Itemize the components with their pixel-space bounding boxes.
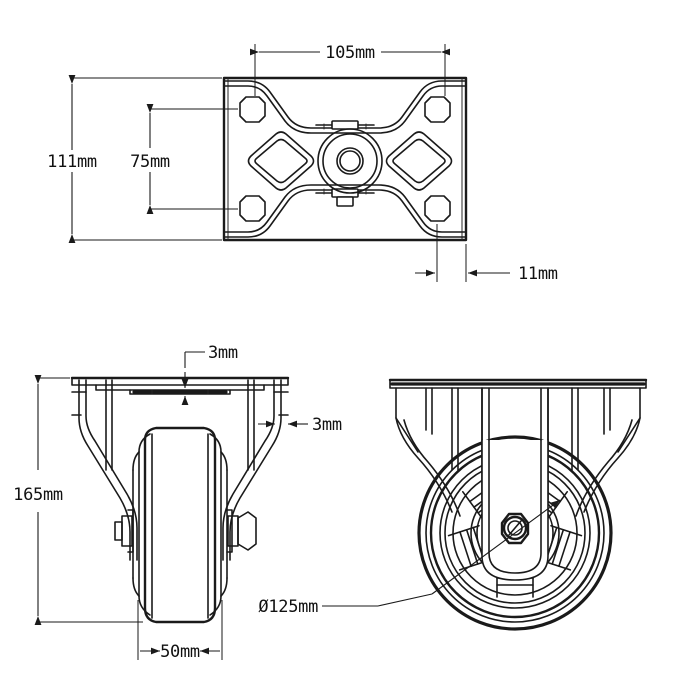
plate-outline [222,76,468,242]
dimension-label-3mm-plate: 3mm [208,343,238,363]
dimension-label-11mm: 11mm [518,264,558,284]
dimension-label-105mm: 105mm [325,43,375,63]
front-axle-left [114,509,134,553]
dimension-111mm: 111mm [47,75,222,243]
side-fork-body [481,387,549,581]
front-mounting-plate [70,376,290,395]
diamond-cutout-right [385,131,453,191]
dimension-label-diameter-125mm: Ø125mm [258,597,318,617]
dimension-diameter-125mm: Ø125mm [258,499,561,617]
bolt-hole-bottom-left [239,195,266,222]
dimension-label-3mm-bracket: 3mm [312,415,342,435]
front-elevation-view: 165mm 50mm 3mm [13,343,342,662]
front-wheel [132,426,228,624]
center-hub [317,128,383,194]
front-bracket-leg-left [71,379,138,561]
bolt-hole-top-left [239,96,266,123]
bolt-hole-top-right [424,96,451,123]
dimension-3mm-plate: 3mm [181,343,238,405]
diamond-cutout-left [247,131,315,191]
front-axle-right [226,509,257,553]
dimension-75mm: 75mm [130,104,238,214]
top-plate-view: 111mm 75mm 105mm [47,43,558,284]
side-mounting-plate [388,378,648,389]
plate-lower-rib [223,184,467,238]
dimension-165mm: 165mm [13,375,143,625]
dimension-3mm-bracket: 3mm [258,415,342,435]
dimension-label-111mm: 111mm [47,152,97,172]
dimension-label-165mm: 165mm [13,485,63,505]
plate-upper-rib [223,80,467,134]
dimension-105mm: 105mm [250,43,450,96]
dimension-11mm: 11mm [415,224,558,284]
side-axle-nut [500,512,530,545]
dimension-50mm: 50mm [137,600,223,662]
side-elevation-view: Ø125mm [258,378,648,631]
dimension-label-75mm: 75mm [130,152,170,172]
side-wheel [417,435,613,631]
dimension-label-50mm: 50mm [160,642,200,662]
bolt-hole-bottom-right [424,195,451,222]
